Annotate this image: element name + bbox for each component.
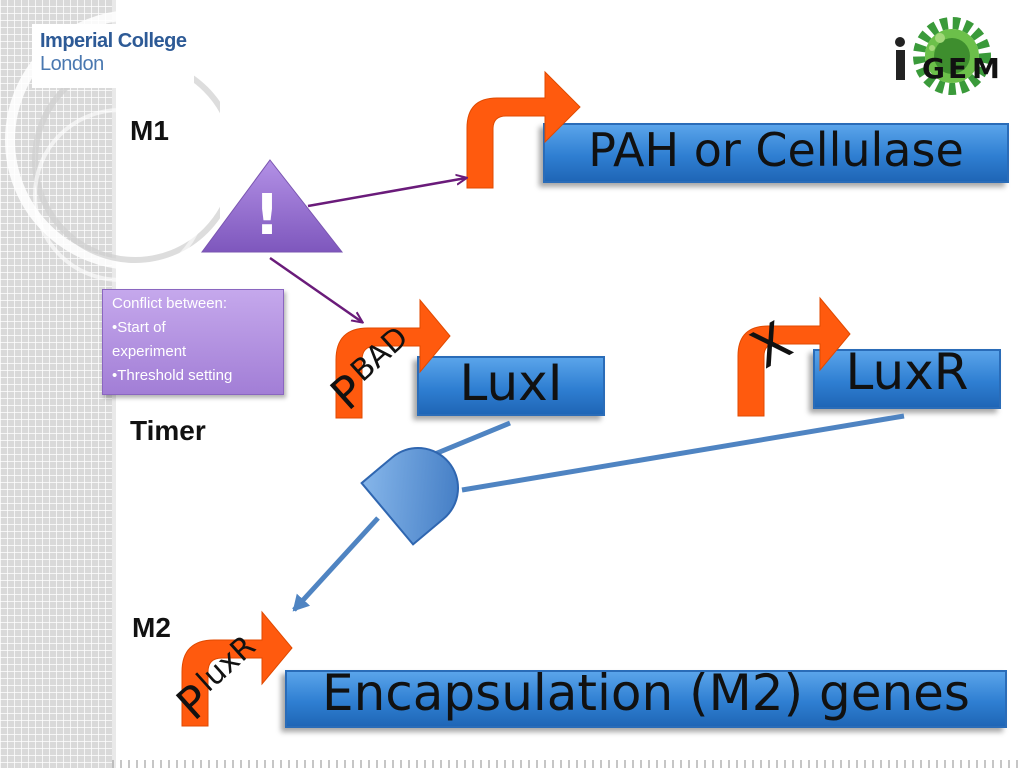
connector-warning-to-top-promoter	[307, 178, 466, 208]
gene-top-label: PAH or Cellulase	[588, 123, 964, 177]
igem-letter-e: E	[948, 52, 967, 85]
gene-luxi-label: LuxI	[459, 356, 563, 412]
gene-box-bottom: Encapsulation (M2) genes	[285, 670, 1007, 728]
sidebar-pattern	[0, 0, 112, 768]
note-line-3: experiment	[112, 343, 187, 360]
promoter-arrow-pbad	[335, 298, 451, 419]
label-timer: Timer	[130, 415, 206, 446]
promoter-arrow-pluxr	[181, 610, 293, 727]
promoter-arrow-top	[466, 70, 581, 189]
conflict-note: Conflict between: •Start of experiment •…	[102, 289, 284, 395]
note-line-1: Conflict between:	[112, 295, 228, 312]
igem-letter-m: M	[972, 52, 1000, 85]
gene-box-luxi: LuxI	[417, 356, 605, 416]
igem-i-dot	[895, 37, 905, 47]
warning-icon	[201, 159, 344, 253]
igem-gear-icon	[913, 17, 991, 95]
connector-gate-to-pluxr	[292, 516, 380, 612]
connector-luxi-to-gate	[429, 420, 511, 459]
logo-line1: Imperial College	[40, 30, 187, 52]
gene-luxr-label: LuxR	[845, 349, 969, 401]
igem-i-bar	[896, 50, 905, 80]
warning-symbol: !	[254, 183, 280, 248]
gene-bottom-label: Encapsulation (M2) genes	[322, 670, 970, 722]
imperial-college-logo: Imperial College London	[32, 24, 194, 88]
note-line-4: •Threshold setting	[112, 367, 233, 384]
igem-logo: G E M	[895, 17, 1000, 95]
connector-warning-to-pbad	[269, 256, 362, 322]
promoter-arrow-luxr-gene	[737, 296, 851, 417]
label-m1: M1	[130, 115, 169, 146]
gene-box-luxr: LuxR	[813, 349, 1001, 409]
igem-letter-g: G	[922, 52, 945, 85]
and-gate-icon	[360, 447, 459, 546]
connector-luxr-to-gate	[461, 413, 905, 493]
gene-box-top: PAH or Cellulase	[543, 123, 1009, 183]
label-m2: M2	[132, 612, 171, 643]
bottom-strip	[112, 760, 1024, 768]
note-line-2: •Start of	[112, 319, 166, 336]
logo-line2: London	[40, 53, 104, 75]
